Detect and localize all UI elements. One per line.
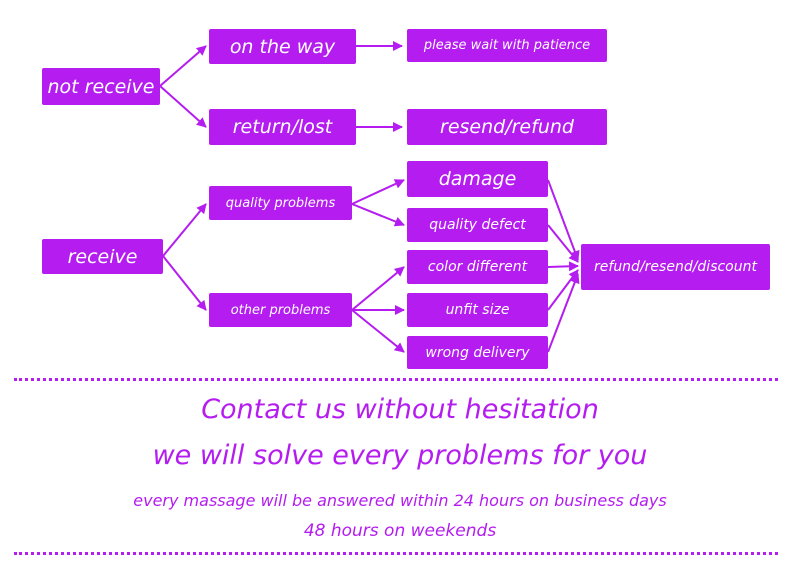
node-other-problems: other problems xyxy=(209,293,352,327)
node-wrong-delivery: wrong delivery xyxy=(407,336,548,369)
divider-top xyxy=(14,378,778,381)
node-damage: damage xyxy=(407,161,548,197)
node-refund-resend-discount: refund/resend/discount xyxy=(581,244,770,290)
footer-note-1: every massage will be answered within 24… xyxy=(133,491,667,510)
footer-note-2: 48 hours on weekends xyxy=(303,521,497,541)
node-quality-defect: quality defect xyxy=(407,208,548,242)
node-please-wait: please wait with patience xyxy=(407,29,607,62)
divider-bottom xyxy=(14,552,778,555)
node-return-lost: return/lost xyxy=(209,109,356,145)
node-on-the-way: on the way xyxy=(209,29,356,64)
node-quality-problems: quality problems xyxy=(209,186,352,220)
node-unfit-size: unfit size xyxy=(407,293,548,327)
node-receive: receive xyxy=(42,239,163,274)
node-color-different: color different xyxy=(407,250,548,284)
node-resend-refund: resend/refund xyxy=(407,109,607,145)
footer-headline-1: Contact us without hesitation xyxy=(201,394,599,425)
footer-headline-2: we will solve every problems for you xyxy=(152,440,648,471)
node-not-receive: not receive xyxy=(42,68,160,105)
